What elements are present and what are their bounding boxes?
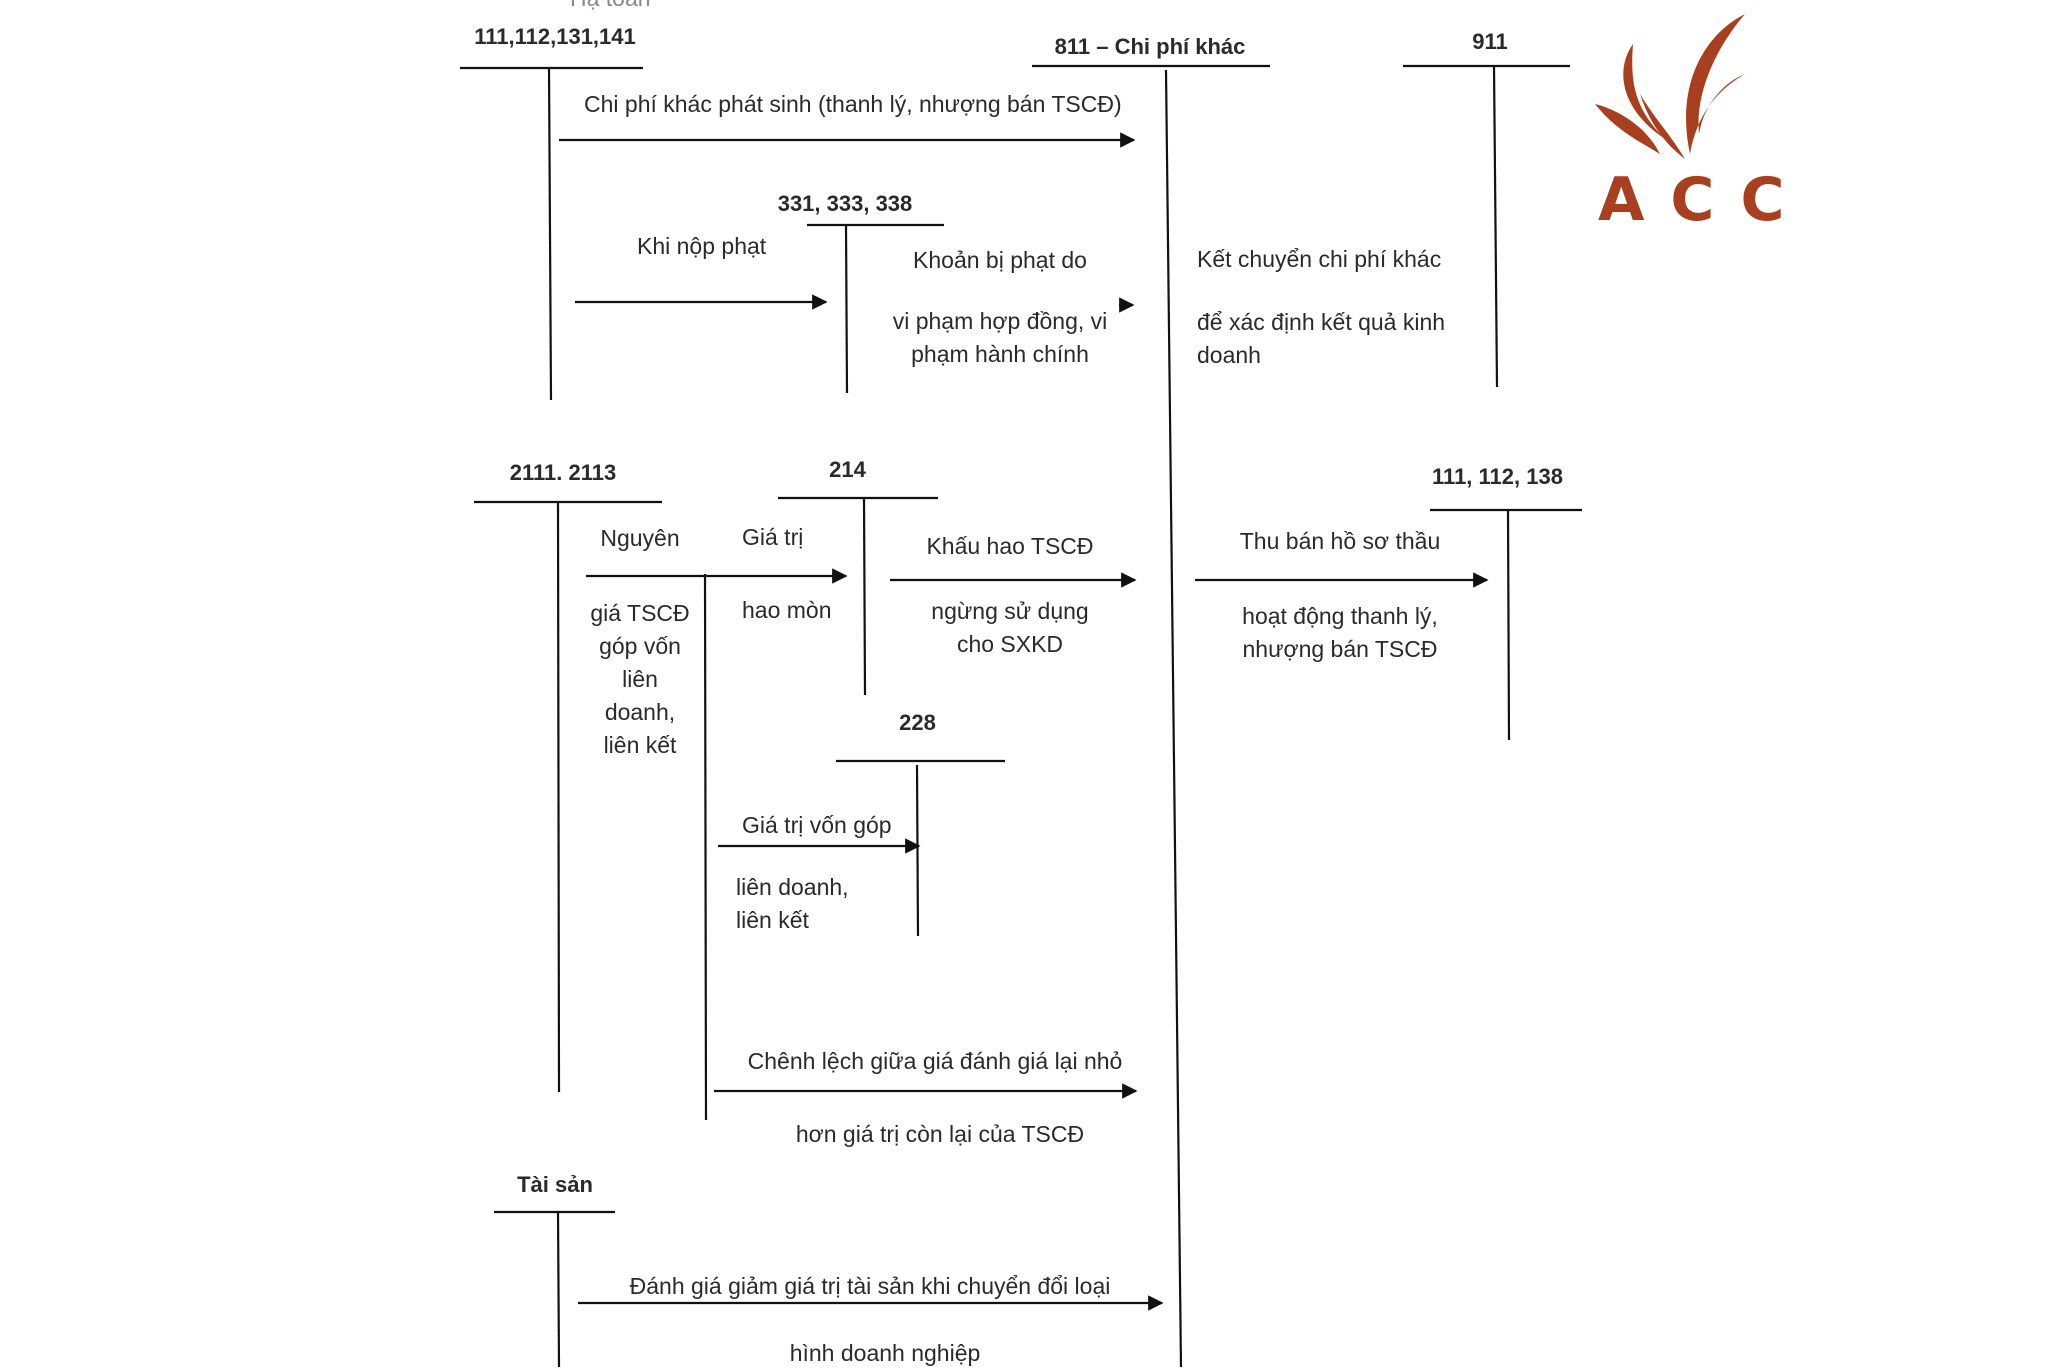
t-account-331-stem [844, 224, 849, 394]
account-214: 214 [829, 457, 866, 482]
label-transfer-3: doanh [1197, 342, 1261, 368]
label-revaluation-2: hình doanh nghiệp [789, 1340, 981, 1366]
label-contribution-3: liên kết [736, 907, 809, 933]
acc-logo-text: ACC [1598, 165, 1811, 235]
account-331-333-338: 331, 333, 338 [777, 191, 913, 216]
label-wear-1: Giá trị [742, 524, 804, 550]
label-bid-3: nhượng bán TSCĐ [1242, 636, 1438, 662]
label-original-6: liên kết [603, 732, 677, 758]
label-other-cost: Chi phí khác phát sinh (thanh lý, nhượng… [584, 91, 1122, 117]
label-depreciation-1: Khấu hao TSCĐ [926, 533, 1094, 559]
t-account-asset-stem [556, 1211, 561, 1367]
label-paying-penalty: Khi nộp phạt [637, 233, 767, 259]
label-depreciation-2: ngừng sử dụng [931, 598, 1089, 624]
t-account-214-stem [862, 497, 867, 696]
t-account-111b-stem [1506, 509, 1511, 741]
label-original-3: góp vốn [599, 633, 681, 659]
label-penalty-1: Khoản bị phạt do [913, 247, 1087, 273]
t-account-811-stem [1164, 69, 1183, 1367]
label-original-4: liên [622, 666, 658, 692]
label-original-2: giá TSCĐ [590, 600, 690, 626]
label-original-5: doanh, [604, 699, 676, 725]
account-111-112-138: 111, 112, 138 [1432, 464, 1563, 489]
label-transfer-2: để xác định kết quả kinh [1197, 309, 1446, 335]
label-contribution-1: Giá trị vốn góp [742, 812, 892, 838]
label-revaluation-1: Đánh giá giảm giá trị tài sản khi chuyển… [629, 1273, 1111, 1299]
label-diff-1: Chênh lệch giữa giá đánh giá lại nhỏ [747, 1048, 1123, 1074]
t-account-911-stem [1492, 65, 1499, 388]
label-wear-2: hao mòn [742, 597, 832, 623]
t-account-228-stem [915, 764, 920, 937]
account-228: 228 [899, 710, 936, 735]
account-811: 811 – Chi phí khác [1054, 34, 1246, 59]
partial-header: Hạ toán [570, 0, 651, 15]
label-original-1: Nguyên [600, 525, 680, 551]
account-2111-2113: 2111. 2113 [509, 460, 617, 485]
label-penalty-2: vi phạm hợp đồng, vi [892, 308, 1108, 334]
label-depreciation-3: cho SXKD [956, 631, 1064, 657]
label-diff-2: hơn giá trị còn lại của TSCĐ [795, 1121, 1085, 1147]
account-assets: Tài sản [517, 1172, 593, 1197]
t-account-2111-stem [556, 501, 561, 1093]
label-bid-2: hoạt động thanh lý, [1242, 603, 1438, 629]
label-transfer-1: Kết chuyển chi phí khác [1197, 246, 1442, 272]
label-bid-1: Thu bán hồ sơ thầu [1239, 528, 1441, 554]
label-contribution-2: liên doanh, [736, 874, 849, 900]
account-111-112-131-141: 111,112,131,141 [474, 24, 636, 49]
t-account-2111-inner-stem [703, 573, 708, 1121]
label-penalty-3: phạm hành chính [911, 341, 1089, 367]
acc-logo [1595, 14, 1745, 159]
t-account-111-stem [547, 67, 553, 401]
account-911: 911 [1472, 29, 1508, 54]
